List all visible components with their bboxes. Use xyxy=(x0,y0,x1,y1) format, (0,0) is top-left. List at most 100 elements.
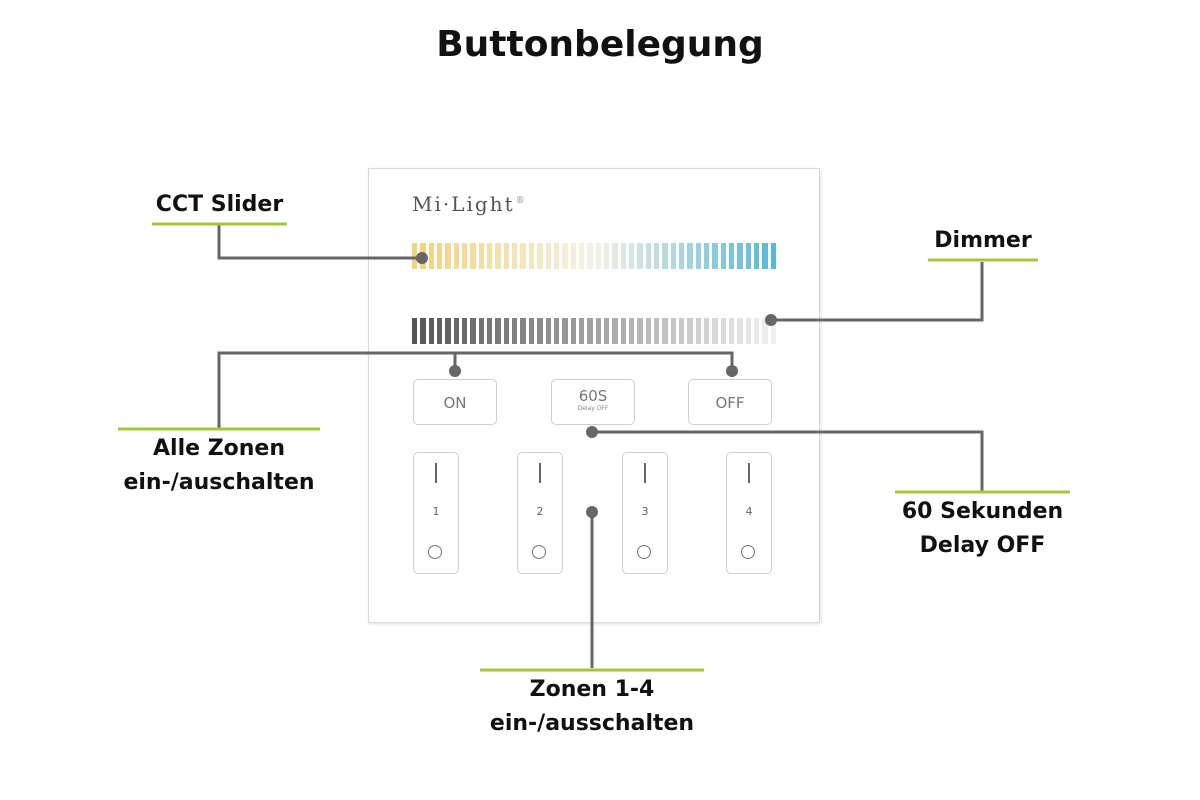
power-off-icon xyxy=(741,545,755,559)
cct-segment xyxy=(453,243,460,269)
page-title: Buttonbelegung xyxy=(436,24,764,65)
cct-segment xyxy=(462,243,468,269)
dimmer-segment xyxy=(754,318,760,344)
cct-segment xyxy=(495,243,501,269)
cct-segment xyxy=(553,243,560,269)
dimmer-segment xyxy=(729,318,735,344)
cct-segment xyxy=(545,243,551,269)
delay-leader-line xyxy=(592,430,984,491)
zone-number: 3 xyxy=(641,505,649,518)
dimmer-segment xyxy=(470,318,476,344)
dimmer-segment xyxy=(495,318,501,344)
zone-button-3[interactable]: 3 xyxy=(622,452,668,574)
power-off-icon xyxy=(532,545,546,559)
cct-segment xyxy=(437,243,443,269)
alle-zonen-line2: ein-/auschalten xyxy=(123,470,315,495)
zone-button-1[interactable]: 1 xyxy=(413,452,459,574)
dimmer-segment xyxy=(537,318,543,344)
zone-number: 1 xyxy=(432,505,440,518)
cct-segment xyxy=(729,243,735,269)
dimmer-segment xyxy=(620,318,626,344)
dimmer-segment xyxy=(578,318,585,344)
cct-segment xyxy=(528,243,535,269)
delay-60s-button[interactable]: 60S Delay OFF xyxy=(551,379,635,425)
cct-segment xyxy=(695,243,702,269)
cct-segment xyxy=(428,243,435,269)
dimmer-segment xyxy=(612,318,618,344)
cct-segment xyxy=(620,243,626,269)
dimmer-leader-line xyxy=(771,262,984,322)
dimmer-segment xyxy=(487,318,493,344)
alle-zonen-leader-line xyxy=(217,351,734,429)
cct-pointer-dot xyxy=(416,252,428,264)
cct-segment xyxy=(712,243,718,269)
off-button-label: OFF xyxy=(715,394,745,412)
cct-segment xyxy=(762,243,768,269)
power-on-icon xyxy=(539,463,541,483)
dimmer-segment xyxy=(712,318,718,344)
dimmer-segment xyxy=(603,318,610,344)
dimmer-segment xyxy=(553,318,560,344)
dimmer-segment xyxy=(587,318,593,344)
delay-pointer-dot xyxy=(586,426,598,438)
dimmer-segment xyxy=(653,318,660,344)
dimmer-segment xyxy=(670,318,676,344)
off-button[interactable]: OFF xyxy=(688,379,772,425)
cct-segment xyxy=(487,243,493,269)
dimmer-segment xyxy=(520,318,526,344)
dimmer-segment xyxy=(528,318,535,344)
cct-segment xyxy=(612,243,618,269)
delay-60s-label: 60S xyxy=(578,387,608,405)
cct-segment xyxy=(512,243,518,269)
zone-button-4[interactable]: 4 xyxy=(726,452,772,574)
dimmer-label: Dimmer xyxy=(928,224,1038,258)
power-off-icon xyxy=(428,545,442,559)
cct-segment xyxy=(503,243,510,269)
dimmer-segment xyxy=(762,318,768,344)
on-button[interactable]: ON xyxy=(413,379,497,425)
dimmer-segment xyxy=(462,318,468,344)
cct-segment xyxy=(687,243,693,269)
cct-segment xyxy=(445,243,451,269)
power-on-icon xyxy=(644,463,646,483)
cct-segment xyxy=(737,243,743,269)
cct-segment xyxy=(662,243,668,269)
on-pointer-dot xyxy=(449,365,461,377)
dimmer-segment xyxy=(420,318,426,344)
zonen-pointer-dot xyxy=(586,506,598,518)
dimmer-label-text: Dimmer xyxy=(934,228,1032,253)
cct-segment xyxy=(770,243,777,269)
registered-mark: ® xyxy=(515,196,527,207)
zonen-label: Zonen 1-4 ein-/ausschalten xyxy=(470,673,714,741)
delay-60s-sublabel: Delay OFF xyxy=(577,405,609,412)
dimmer-slider[interactable] xyxy=(412,318,777,344)
zone-button-2[interactable]: 2 xyxy=(517,452,563,574)
cct-segment xyxy=(587,243,593,269)
power-on-icon xyxy=(748,463,750,483)
alle-zonen-label: Alle Zonen ein-/auschalten xyxy=(108,432,330,500)
cct-segment xyxy=(412,243,418,269)
cct-segment xyxy=(704,243,710,269)
cct-segment xyxy=(595,243,601,269)
dimmer-segment xyxy=(545,318,551,344)
dimmer-segment xyxy=(453,318,460,344)
cct-segment xyxy=(562,243,568,269)
dimmer-segment xyxy=(478,318,485,344)
zonen-line1: Zonen 1-4 xyxy=(529,677,655,702)
dimmer-segment xyxy=(687,318,693,344)
cct-segment xyxy=(603,243,610,269)
zonen-line2: ein-/ausschalten xyxy=(489,711,695,736)
cct-segment xyxy=(478,243,485,269)
dimmer-segment xyxy=(562,318,568,344)
power-off-icon xyxy=(637,545,651,559)
dimmer-segment xyxy=(512,318,518,344)
brand-name: Mi·Light xyxy=(412,192,515,216)
dimmer-segment xyxy=(445,318,451,344)
off-pointer-dot xyxy=(726,365,738,377)
cct-segment xyxy=(653,243,660,269)
dimmer-segment xyxy=(437,318,443,344)
dimmer-segment xyxy=(737,318,743,344)
dimmer-segment xyxy=(745,318,752,344)
power-on-icon xyxy=(435,463,437,483)
